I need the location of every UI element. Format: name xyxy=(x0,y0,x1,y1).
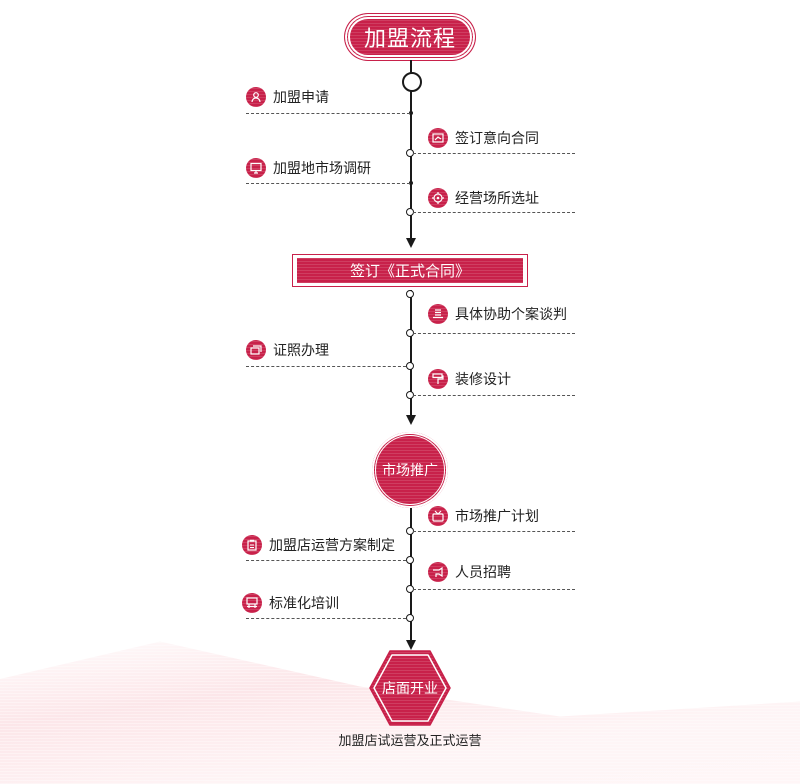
formal-contract-banner-frame xyxy=(292,254,528,287)
arrow-down-icon xyxy=(406,640,416,650)
dashed-connector xyxy=(413,153,575,154)
junction-dot xyxy=(409,111,413,115)
junction-node xyxy=(405,362,414,370)
dashed-connector xyxy=(413,333,575,334)
monitor-research-icon xyxy=(246,158,266,178)
junction-node xyxy=(405,290,414,298)
dashed-connector xyxy=(246,183,410,184)
flow-line-3 xyxy=(410,508,412,646)
contract-chart-icon xyxy=(428,128,448,148)
dashed-connector xyxy=(246,618,406,619)
dashed-connector xyxy=(413,212,575,213)
junction-node xyxy=(405,614,414,622)
step-renovation-design: 装修设计 xyxy=(428,368,511,390)
dashed-connector xyxy=(413,589,575,590)
negotiation-printer-icon xyxy=(428,304,448,324)
dashed-connector xyxy=(246,366,406,367)
start-node xyxy=(402,72,422,92)
flow-title: 加盟流程 xyxy=(363,27,456,52)
step-staff-recruitment: 人员招聘 xyxy=(428,561,511,583)
formal-contract-banner: 签订《正式合同》 xyxy=(297,258,523,283)
flow-title-pill: 加盟流程 xyxy=(345,14,475,60)
arrow-down-icon xyxy=(406,238,416,248)
megaphone-recruit-icon xyxy=(428,562,448,582)
training-board-icon xyxy=(242,593,262,613)
step-case-negotiation: 具体协助个案谈判 xyxy=(428,303,567,325)
dashed-connector xyxy=(413,531,575,532)
hexagon-shape xyxy=(369,650,451,726)
final-caption: 加盟店试运营及正式运营 xyxy=(338,734,482,749)
step-license-processing: 证照办理 xyxy=(246,339,329,361)
store-opening-node: 店面开业 xyxy=(368,649,452,727)
junction-dot xyxy=(409,181,413,185)
paint-roller-icon xyxy=(428,369,448,389)
flow-line-2 xyxy=(410,290,412,416)
market-promotion-node: 市场推广 xyxy=(372,432,448,508)
step-join-application: 加盟申请 xyxy=(246,86,329,108)
step-site-selection: 经营场所选址 xyxy=(428,187,539,209)
tv-broadcast-icon xyxy=(428,506,448,526)
target-location-icon xyxy=(428,188,448,208)
dashed-connector xyxy=(246,560,406,561)
step-operation-plan: 加盟店运营方案制定 xyxy=(242,534,395,556)
step-market-research: 加盟地市场调研 xyxy=(246,157,371,179)
license-cards-icon xyxy=(246,340,266,360)
step-sign-intent-contract: 签订意向合同 xyxy=(428,127,539,149)
dashed-connector xyxy=(246,113,410,114)
step-promotion-plan: 市场推广计划 xyxy=(428,505,539,527)
arrow-down-icon xyxy=(406,415,416,425)
step-standard-training: 标准化培训 xyxy=(242,592,339,614)
junction-node xyxy=(405,556,414,564)
user-icon xyxy=(246,87,266,107)
clipboard-plan-icon xyxy=(242,535,262,555)
dashed-connector xyxy=(413,395,575,396)
